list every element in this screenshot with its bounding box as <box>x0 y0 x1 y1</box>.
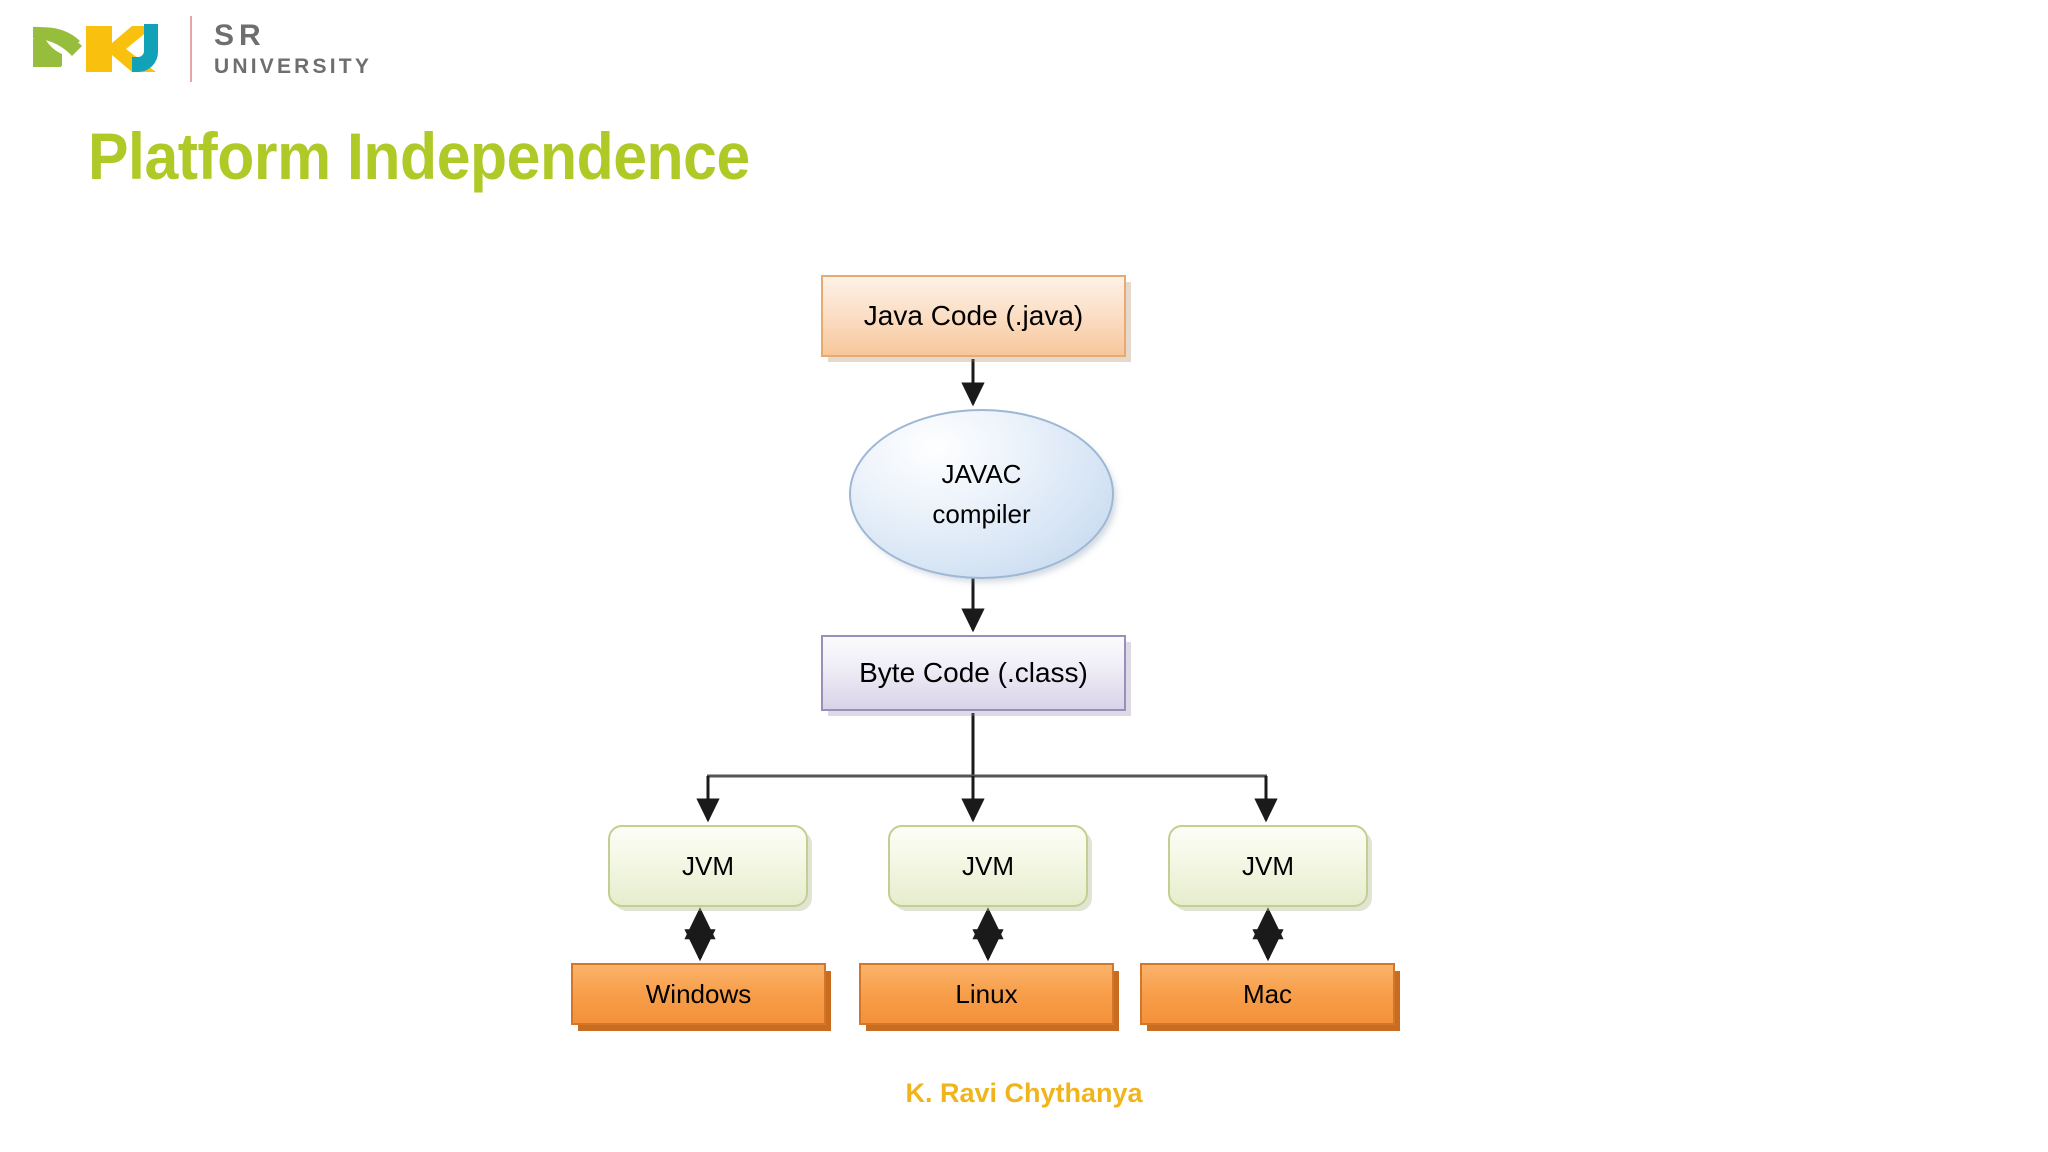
node-javac-line2: compiler <box>932 499 1031 529</box>
node-jvm-windows: JVM <box>608 825 808 907</box>
node-os-mac: Mac <box>1140 963 1395 1025</box>
node-byte-code: Byte Code (.class) <box>821 635 1126 711</box>
sru-logo-icon <box>33 24 158 72</box>
brand-name-secondary: UNIVERSITY <box>214 55 373 78</box>
brand-header: SR UNIVERSITY <box>28 10 372 88</box>
logo-divider <box>190 16 192 82</box>
brand-name-primary: SR <box>214 19 266 52</box>
node-jvm-linux: JVM <box>888 825 1088 907</box>
brand-wordmark: SR UNIVERSITY <box>214 19 373 78</box>
node-javac-compiler: JAVAC compiler <box>849 409 1114 579</box>
page-title: Platform Independence <box>88 119 750 193</box>
node-jvm-mac: JVM <box>1168 825 1368 907</box>
node-os-windows: Windows <box>571 963 826 1025</box>
node-os-linux: Linux <box>859 963 1114 1025</box>
node-java-code: Java Code (.java) <box>821 275 1126 357</box>
author-credit: K. Ravi Chythanya <box>905 1078 1143 1108</box>
node-javac-line1: JAVAC <box>941 458 1022 489</box>
